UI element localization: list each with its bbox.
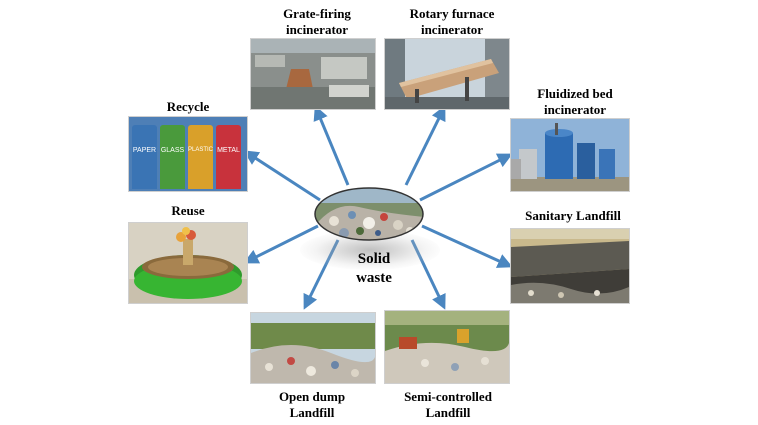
bin-plastic-label: PLASTIC (188, 147, 214, 153)
image-semi-controlled-landfill (384, 310, 510, 384)
bin-metal: METAL (216, 125, 241, 189)
label-reuse: Reuse (171, 203, 205, 218)
image-fluidized-bed-incinerator (510, 118, 630, 192)
image-sanitary-landfill (510, 228, 630, 304)
arrow-to-sanitary (421, 224, 513, 268)
bin-paper: PAPER (132, 125, 157, 189)
bin-metal-label: METAL (217, 147, 240, 154)
arrow-to-recycle (243, 150, 321, 202)
label-fluidized-bed: Fluidized bed incinerator (537, 86, 613, 117)
arrow-to-reuse (243, 224, 319, 264)
label-rotary-furnace: Rotary furnace incinerator (409, 6, 495, 37)
bin-paper-label: PAPER (132, 147, 157, 154)
label-open-dump-landfill: Open dump Landfill (278, 389, 346, 420)
image-open-dump-landfill (250, 312, 376, 384)
bin-glass: GLASS (160, 125, 185, 189)
arrow-to-rotary (404, 105, 446, 186)
arrow-to-grate (313, 105, 350, 186)
arrow-to-fluidized (419, 153, 513, 202)
solid-waste-image (314, 187, 424, 241)
image-recycle-bins: PAPER GLASS PLASTIC METAL (128, 116, 248, 192)
center-label: Solid waste (356, 251, 392, 286)
label-grate-firing: Grate-firing incinerator (283, 6, 351, 37)
label-recycle: Recycle (166, 99, 210, 114)
image-reuse-tire-table (128, 222, 248, 304)
bin-glass-label: GLASS (160, 147, 185, 154)
bin-plastic: PLASTIC (188, 125, 213, 189)
image-rotary-furnace-incinerator (384, 38, 510, 110)
label-sanitary-landfill: Sanitary Landfill (525, 208, 621, 223)
label-semi-controlled-landfill: Semi-controlled Landfill (404, 389, 492, 420)
image-grate-firing-incinerator (250, 38, 376, 110)
